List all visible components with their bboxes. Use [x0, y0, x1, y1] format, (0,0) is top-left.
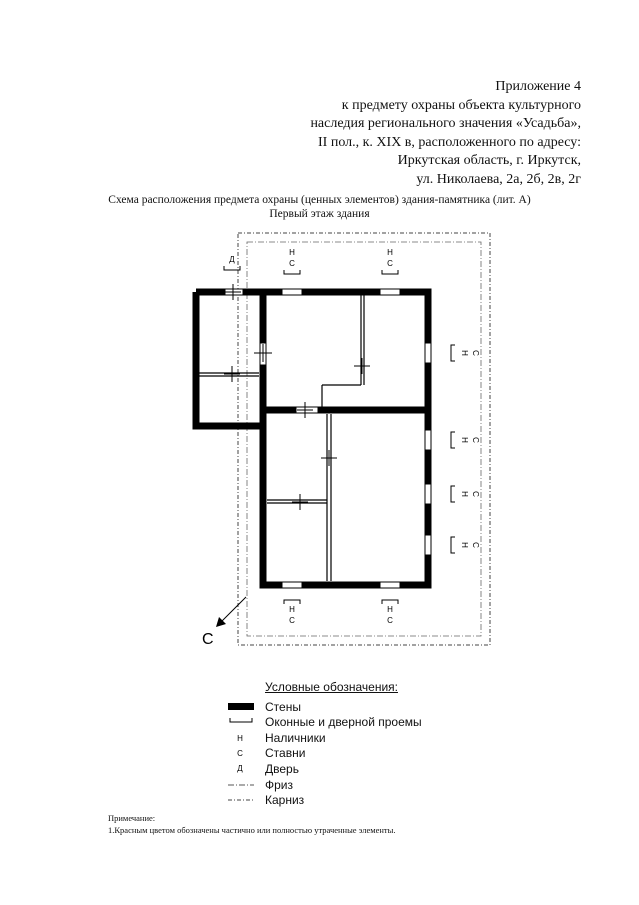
mark-stavni: С: [471, 542, 480, 548]
mark-stavni: С: [471, 437, 480, 443]
header-line: к предмету охраны объекта культурного: [341, 97, 581, 113]
legend-item: Стены: [0, 700, 639, 716]
mark-nalichnik: Н: [460, 491, 469, 497]
legend-item: Оконные и дверной проемы: [0, 715, 639, 731]
legend-label: Ставни: [265, 746, 306, 760]
door-marks: [224, 284, 370, 510]
mark-stavni: С: [289, 259, 295, 268]
legend-label: Наличники: [265, 731, 326, 745]
mark-stavni: С: [289, 616, 295, 625]
mark-nalichnik: Н: [460, 542, 469, 548]
cornice-line: [237, 232, 491, 646]
north-arrow-icon: [216, 596, 247, 627]
header-line: Иркутская область, г. Иркутск,: [397, 153, 581, 168]
legend-item: Фриз: [0, 778, 639, 794]
header-line: Приложение 4: [495, 79, 581, 94]
legend-label: Оконные и дверной проемы: [265, 715, 422, 729]
mark-nalichnik: Н: [460, 350, 469, 356]
mark-nalichnik: Н: [289, 605, 295, 614]
legend-item: Ставни: [0, 746, 639, 762]
header-line: II пол., к. XIX в, расположенного по адр…: [318, 134, 581, 150]
mark-nalichnik: Н: [460, 437, 469, 443]
mark-stavni: С: [387, 616, 393, 625]
legend-opening-symbol: [229, 718, 253, 723]
scheme-title: Схема расположения предмета охраны (ценн…: [108, 194, 531, 206]
bracket-marks: [223, 266, 455, 604]
appendix-header: Приложение 4 к предмету охраны объекта к…: [201, 78, 581, 189]
north-label: С: [202, 631, 214, 648]
mark-stavni: С: [471, 491, 480, 497]
legend-wall-symbol: [228, 703, 254, 710]
scheme-caption: Схема расположения предмета охраны (ценн…: [0, 193, 639, 221]
legend-label: Дверь: [265, 762, 299, 776]
footnote-title: Примечание:: [108, 813, 156, 823]
mark-stavni: С: [387, 259, 393, 268]
header-line: наследия регионального значения «Усадьба…: [310, 116, 581, 131]
scheme-subtitle: Первый этаж здания: [269, 208, 370, 220]
legend-title: Условные обозначения:: [265, 680, 398, 694]
legend-item: Дверь: [0, 762, 639, 778]
walls: [192, 288, 432, 589]
mark-stavni: С: [471, 350, 480, 356]
frieze-line: [246, 241, 482, 637]
window-openings: [224, 288, 432, 589]
mark-dver: Д: [229, 255, 235, 264]
footnote: Примечание: 1.Красным цветом обозначены …: [108, 812, 395, 836]
mark-nalichnik: Н: [289, 248, 295, 257]
legend-dver-symbol: Д: [237, 764, 243, 773]
legend-label: Фриз: [265, 778, 294, 792]
mark-nalichnik: Н: [387, 605, 393, 614]
footnote-text: 1.Красным цветом обозначены частично или…: [108, 825, 396, 835]
legend-stavni-symbol: С: [237, 749, 243, 758]
legend-label: Стены: [265, 700, 301, 714]
legend-nalichnik-symbol: Н: [237, 734, 243, 743]
legend-item: Карниз: [0, 793, 639, 809]
mark-nalichnik: Н: [387, 248, 393, 257]
legend-label: Карниз: [265, 793, 305, 807]
legend-item: Наличники: [0, 731, 639, 747]
header-line: ул. Николаева, 2а, 2б, 2в, 2г: [416, 171, 581, 187]
partitions: [199, 295, 365, 581]
